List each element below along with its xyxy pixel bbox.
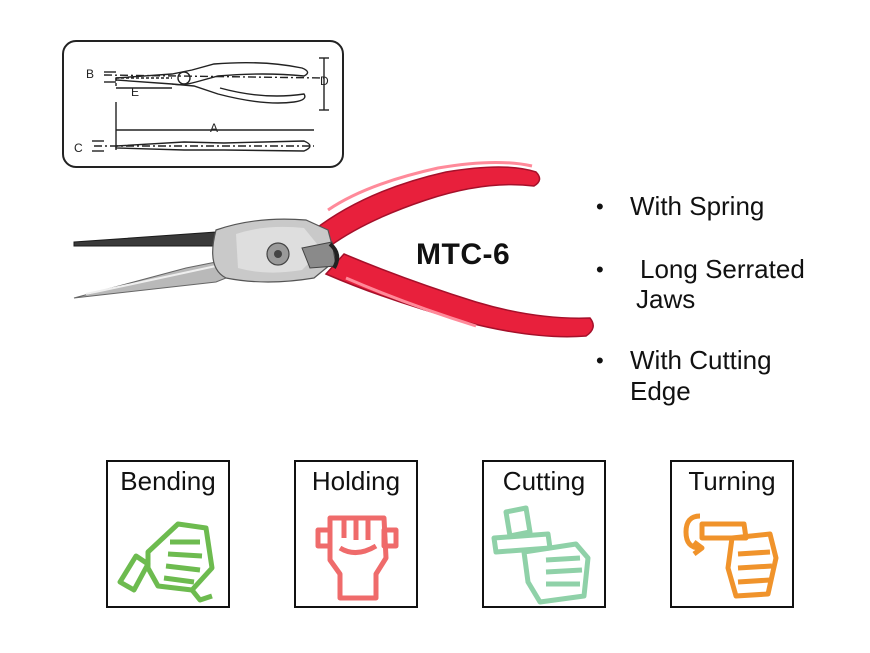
dimension-label-a: A <box>210 121 219 135</box>
dimension-label-e: E <box>131 85 140 99</box>
function-label: Bending <box>120 466 216 496</box>
feature-cutting-edge-line1: With Cutting <box>630 345 772 375</box>
dimension-label-b: B <box>86 67 95 81</box>
dimension-diagram: B E D A C <box>62 40 344 168</box>
function-card-cutting: Cutting <box>482 460 606 608</box>
feature-with-spring: With Spring <box>630 191 765 221</box>
function-label: Cutting <box>502 466 586 496</box>
feature-long-serrated-line2: Jaws <box>636 284 696 314</box>
dimension-label-c: C <box>74 141 83 155</box>
long-nose-plier-photo <box>73 160 594 338</box>
bending-hand-icon <box>117 521 215 603</box>
cutting-hand-icon <box>491 505 591 605</box>
turning-hand-icon <box>683 513 779 599</box>
holding-fist-icon <box>315 515 399 601</box>
dimension-label-d: D <box>320 74 329 88</box>
model-number: MTC-6 <box>416 238 511 271</box>
function-card-bending: Bending <box>106 460 230 608</box>
feature-long-serrated-line1: Long Serrated <box>640 254 805 284</box>
function-label: Turning <box>688 466 776 496</box>
feature-cutting-edge-line2: Edge <box>630 376 691 406</box>
function-card-holding: Holding <box>294 460 418 608</box>
plier-dimension-diagram-icon <box>92 57 329 152</box>
function-label: Holding <box>311 466 401 496</box>
function-card-turning: Turning <box>670 460 794 608</box>
